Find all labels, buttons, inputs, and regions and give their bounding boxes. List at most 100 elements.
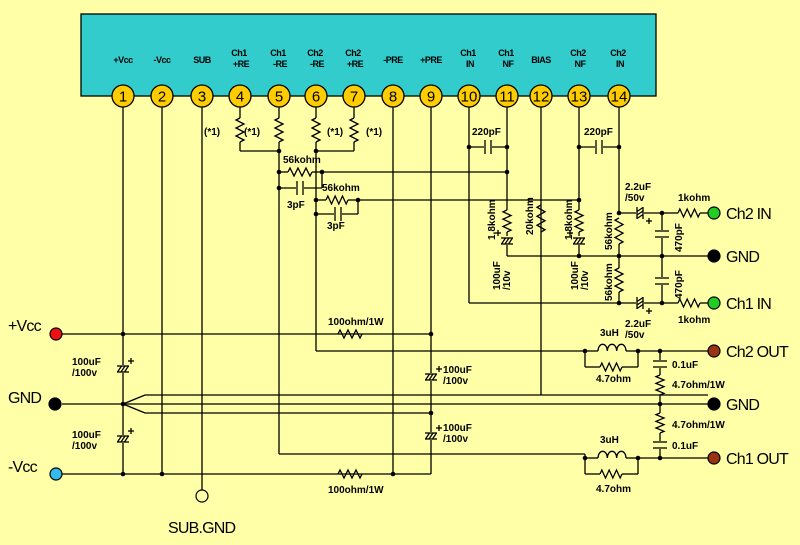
cap-in2-filter [655,230,669,238]
resistor-in2 [677,207,701,219]
capacitor-hatch [579,237,586,245]
terminal-vcc-pos[interactable]: +Vcc [8,318,63,341]
supply-cap-pos [116,358,134,373]
capacitor-hatch [636,300,644,306]
terminal-ch1-out[interactable]: Ch1 OUT [707,451,790,468]
pin-label: Ch2 [570,48,586,58]
cap-in2-filter-label: 470pF [674,223,685,252]
pin-number: 5 [275,89,283,106]
capacitor-gap [653,360,667,368]
re-note-label: (*1) [366,127,382,138]
inductor-out2-label: 3uH [600,328,619,339]
terminal-gnd-in-dot[interactable] [707,249,721,263]
pin-label: -Vcc [153,55,171,65]
resistor-pre-pos-label: 100ohm/1W [328,317,384,328]
pin-label: Ch2 [307,48,323,58]
cap-nf1-label: 220pF [472,127,501,138]
resistor-re [348,117,360,143]
resistor-in2-label: 1kohm [678,193,710,204]
pin-number: 11 [499,89,515,106]
resistor-in2-bias [613,217,625,245]
terminal-ch1-out-dot[interactable] [707,451,721,465]
terminal-gnd-out-dot[interactable] [707,397,721,411]
capacitor-gap [655,277,669,285]
junction-dot [428,331,434,337]
terminal-gnd-in-label: GND [726,249,759,266]
junction-dot [466,144,472,150]
ic-pin-8: 8-PRE [381,55,405,108]
capacitor-hatch [431,432,438,440]
capacitor-hatch [572,237,579,245]
cap-in1-filter [655,277,669,285]
capacitor-gap [595,140,603,154]
pin-label: +Vcc [113,55,133,65]
capacitor-hatch [500,237,507,245]
re-note-label: (*1) [204,127,220,138]
resistor-zobel2-label: 4.7ohm/1W [672,380,725,391]
terminal-vcc-neg-label: -Vcc [8,459,38,476]
pin-label: +RE [233,59,250,69]
resistor-pre-neg [337,468,363,480]
ic-pin-2: 2-Vcc [150,55,174,108]
terminal-gnd-left[interactable]: GND [8,390,62,411]
cap-nf1 [484,140,492,154]
resistor-out1-par-label: 4.7ohm [596,484,631,495]
terminal-ch1-in-dot[interactable] [707,296,721,310]
pre-cap-neg [424,425,442,440]
resistor-re [273,117,285,143]
terminal-vcc-neg[interactable]: -Vcc [8,459,63,481]
terminal-sub-gnd-dot[interactable] [195,489,209,503]
terminal-ch2-out[interactable]: Ch2 OUT [707,344,790,361]
resistor-fb2 [325,194,349,206]
cap-nf1-elec [495,230,514,245]
terminal-vcc-pos-dot[interactable] [49,327,63,341]
cap-pre-pos-label: /100v [443,376,468,387]
cap-in2 [636,206,652,224]
cap-supply-neg-label: 100uF [72,430,101,441]
terminal-gnd-out[interactable]: GND [707,397,760,414]
cap-nf2-label: 220pF [584,127,613,138]
cap-pre-neg-label: /100v [443,434,468,445]
junction-dot [428,410,434,416]
capacitor-hatch [507,237,514,245]
resistor-nf1-label: 1.8kohm [487,199,498,240]
capacitor-hatch [636,213,644,220]
pin-label: Ch1 [231,48,247,58]
supply-cap-neg [116,428,134,443]
junction-dot [576,253,582,259]
cap-zobel1-label: 0.1uF [672,441,698,452]
terminal-gnd-left-dot[interactable] [48,397,62,411]
terminal-ch2-in-dot[interactable] [707,206,721,220]
inductor-coil [597,343,627,352]
junction-dot [504,144,510,150]
resistor-nf2-label: 1.8kohm [564,199,575,240]
resistor-in1-bias [613,267,625,293]
cap-supply-pos-label: /100v [72,368,97,379]
cap-nf1-elec-label: 100uF [492,261,503,290]
cap-zobel2-label: 0.1uF [672,360,698,371]
pin-number: 4 [236,89,244,106]
terminal-gnd-in[interactable]: GND [707,249,760,266]
terminal-ch1-in[interactable]: Ch1 IN [707,296,772,313]
terminal-ch1-out-label: Ch1 OUT [726,451,789,468]
cap-supply-neg-label: /100v [72,441,97,452]
pin-number: 13 [571,89,588,106]
terminal-ch2-out-dot[interactable] [707,344,721,358]
pin-number: 10 [461,89,478,106]
terminal-vcc-neg-dot[interactable] [49,467,63,481]
terminal-ch2-in-label: Ch2 IN [726,206,771,223]
capacitor-hatch [636,206,644,213]
pre-cap-pos [424,366,442,381]
pin-label: +PRE [420,55,442,65]
junction-dot [657,455,663,461]
pin-number: 6 [312,89,320,106]
terminal-ch2-in[interactable]: Ch2 IN [707,206,772,223]
wire [122,394,708,405]
capacitor-hatch [428,373,434,381]
ic-body [80,13,657,97]
pin-number: 9 [427,89,435,106]
resistor-zobel2 [654,374,666,396]
capacitor-hatch [636,303,644,310]
